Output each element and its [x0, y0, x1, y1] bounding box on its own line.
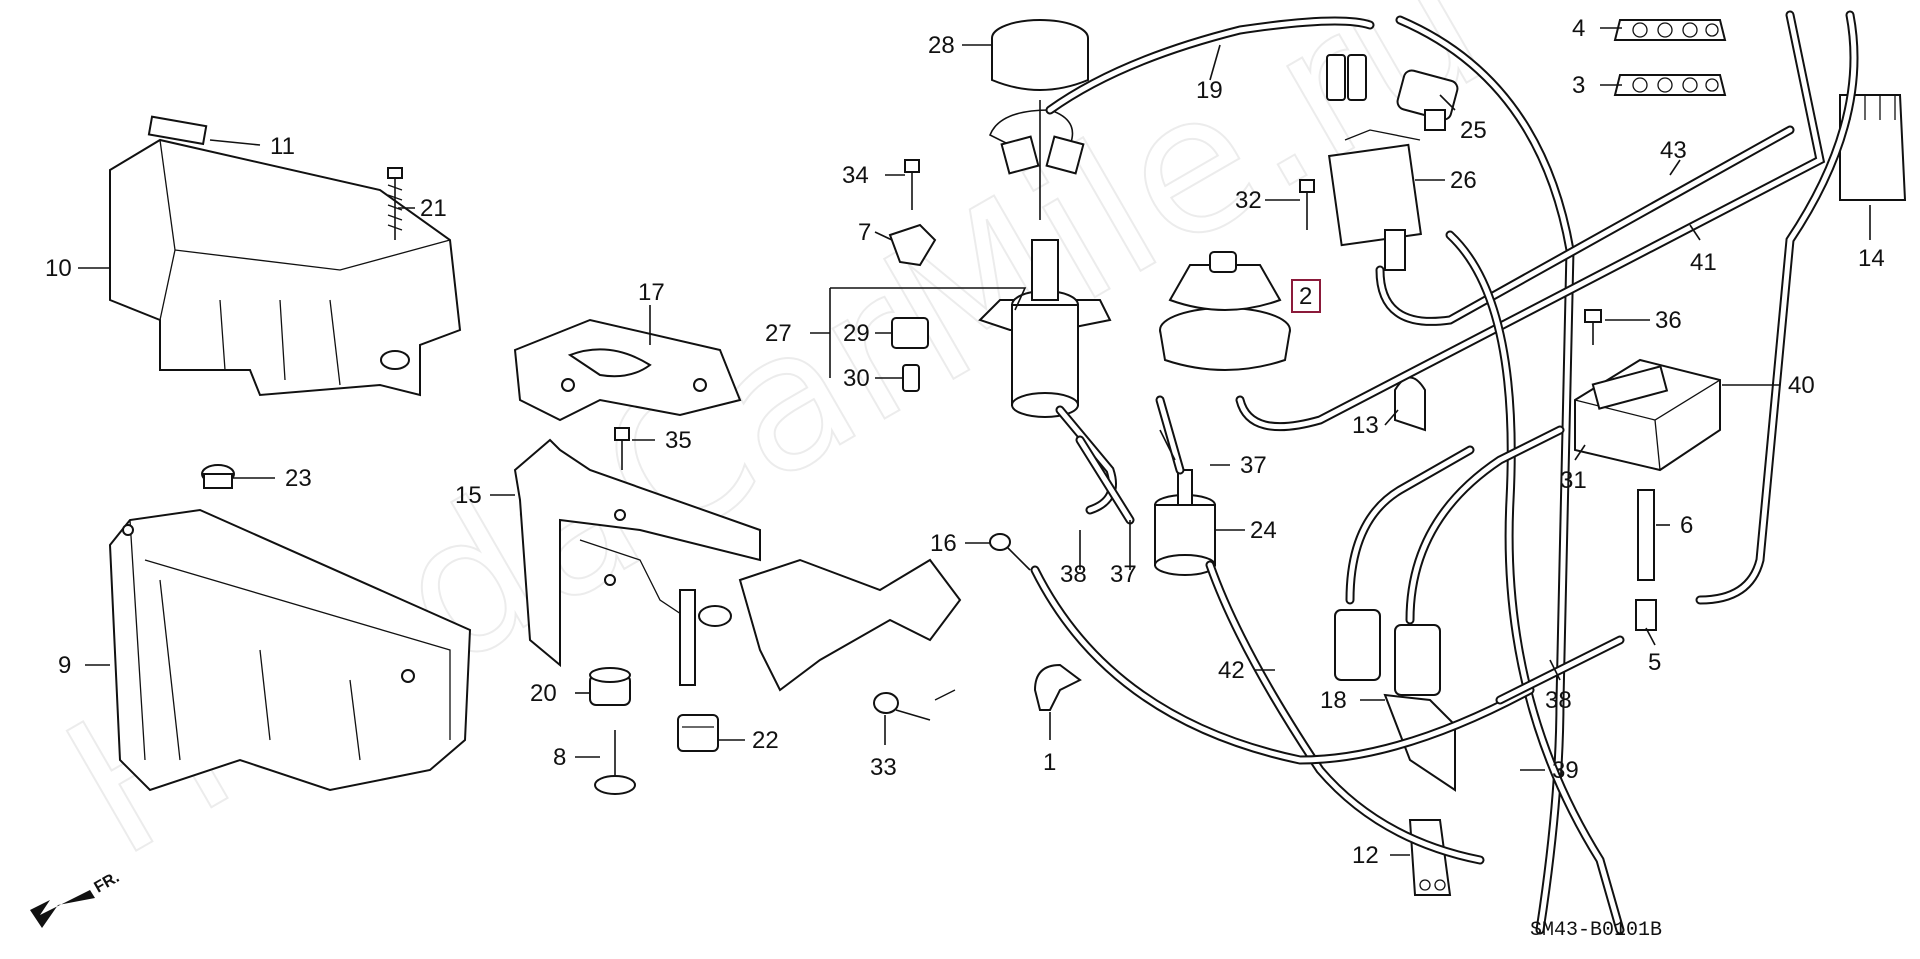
front-direction-arrow: FR.: [30, 869, 122, 928]
callout-34: 34: [842, 162, 869, 189]
callout-22: 22: [752, 727, 779, 754]
plug-connectors-top: [1326, 54, 1367, 101]
callout-9: 9: [58, 652, 71, 679]
callout-44: 43: [1660, 137, 1687, 164]
valve-part-2: [1159, 251, 1291, 371]
callout-33: 33: [870, 754, 897, 781]
case-bottom-part: [108, 508, 472, 792]
callout-37-upper: 37: [1240, 452, 1267, 479]
connector-block-left: [1334, 609, 1441, 696]
bracket-part-7: [888, 223, 937, 267]
hose-part-6: [1637, 489, 1655, 581]
hose-lines: [1030, 10, 1859, 935]
grommet-part-16: [989, 533, 1031, 571]
cap-part-14: [1839, 94, 1907, 201]
direction-label: FR.: [92, 869, 123, 897]
callout-11: 11: [270, 133, 295, 160]
callout-24: 24: [1250, 517, 1277, 544]
diagram-code: SM43-B0101B: [1530, 919, 1662, 942]
bolt-part-35: [614, 427, 630, 470]
clip-part-3: [1613, 74, 1727, 96]
callout-29: 29: [843, 320, 870, 347]
bracket-plate-part-17: [513, 318, 742, 422]
callout-23: 23: [285, 465, 312, 492]
callout-37-lower: 37: [1110, 561, 1137, 588]
callout-4: 4: [1572, 15, 1585, 42]
callout-14: 14: [1858, 245, 1885, 272]
solenoid-part-27: [978, 239, 1112, 418]
callout-35: 35: [665, 427, 692, 454]
mount-part-20: [589, 667, 631, 706]
callout-2: 2: [1299, 283, 1312, 310]
leader-lines: [78, 27, 1871, 856]
bolt-part-32: [1299, 179, 1315, 230]
callout-30: 30: [843, 365, 870, 392]
grommet-part-29: [891, 317, 929, 349]
callout-18: 18: [1320, 687, 1347, 714]
callout-41: 40: [1788, 372, 1815, 399]
callout-8: 8: [553, 744, 566, 771]
bracket-part-12: [1408, 819, 1452, 896]
callout-15: 15: [455, 482, 482, 509]
callout-10: 10: [45, 255, 72, 282]
callout-17: 17: [638, 279, 665, 306]
screw-part-21: [387, 167, 403, 240]
callout-39: 38: [1545, 687, 1572, 714]
callout-6: 6: [1680, 512, 1693, 539]
callout-31: 31: [1560, 467, 1587, 494]
joint-part-5: [1635, 599, 1657, 631]
callout-36: 36: [1655, 307, 1682, 334]
callout-21: 21: [420, 195, 447, 222]
callout-12: 12: [1352, 842, 1379, 869]
callout-7: 7: [858, 219, 871, 246]
callout-16: 16: [930, 530, 957, 557]
clip-part-22: [677, 714, 719, 752]
cap-part-28: [991, 19, 1089, 91]
callout-13: 13: [1352, 412, 1379, 439]
callout-28: 28: [928, 32, 955, 59]
filter-part-24: [1154, 469, 1216, 576]
callout-25: 25: [1460, 117, 1487, 144]
connector-part-25: [1396, 69, 1459, 131]
grommet-part-23: [201, 464, 235, 489]
cover-top-part: [109, 115, 462, 397]
callout-3: 3: [1572, 72, 1585, 99]
callout-40: 39: [1552, 757, 1579, 784]
collar-part-30: [902, 364, 920, 392]
callout-19: 19: [1196, 77, 1223, 104]
grommet-part-13: [1394, 376, 1426, 432]
relay-part-26: [1327, 129, 1423, 271]
connector-part-27-wires: [988, 100, 1085, 220]
bolt-part-36: [1584, 309, 1602, 345]
bracket-frame-part-15: [513, 438, 962, 692]
callout-5: 5: [1648, 649, 1661, 676]
callout-labels: 11 21 10 23 9 17 15 35 20 8 22 33 1 16 2…: [45, 15, 1885, 869]
clamp-part-1: [1033, 663, 1082, 711]
highlight-box-part-2: [1291, 279, 1321, 313]
bolt-part-8: [594, 730, 636, 795]
callout-20: 20: [530, 680, 557, 707]
callout-32: 32: [1235, 187, 1262, 214]
callout-1: 1: [1043, 749, 1056, 776]
callout-38: 38: [1060, 561, 1087, 588]
bolt-part-34: [904, 159, 920, 210]
sensor-part-31: [1574, 358, 1721, 472]
callout-26: 26: [1450, 167, 1477, 194]
callout-27: 27: [765, 320, 792, 347]
callout-43: 42: [1218, 657, 1245, 684]
bolt-part-33: [873, 689, 956, 721]
clip-part-4: [1613, 19, 1727, 41]
callout-42: 41: [1690, 249, 1717, 276]
